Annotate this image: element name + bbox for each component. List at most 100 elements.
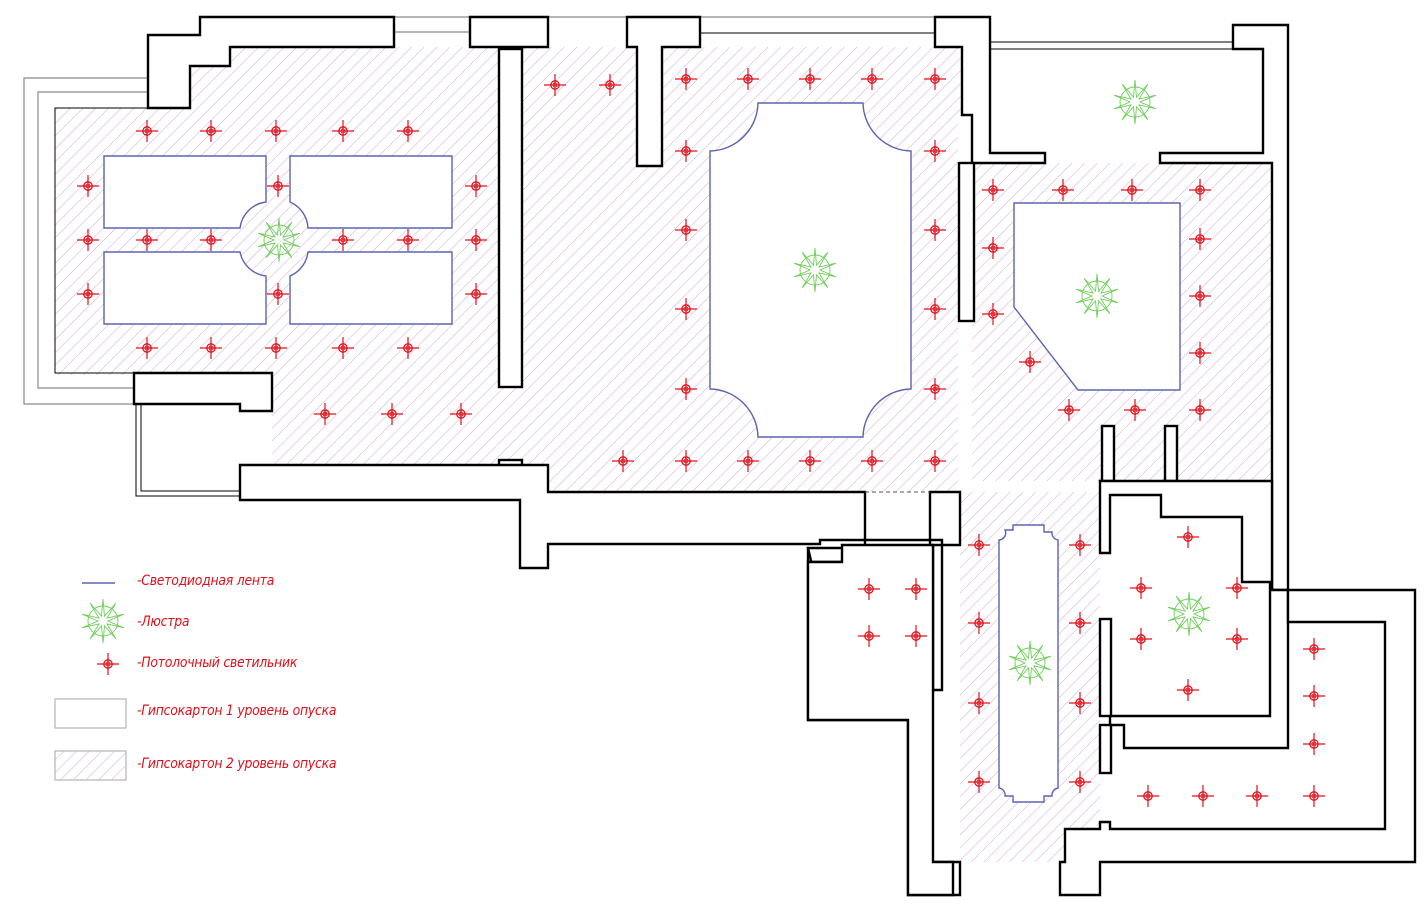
ceiling-light-icon — [77, 229, 99, 251]
ceiling-light-icon — [397, 120, 419, 142]
ceiling-light-icon — [136, 337, 158, 359]
legend-label-drywall-level-1: -Гипсокартон 1 уровень опуска — [137, 703, 337, 719]
wall-lower-right — [1058, 588, 1417, 897]
ceiling-light-icon — [799, 68, 821, 90]
ceiling-light-icon — [968, 692, 990, 714]
chandelier-icon — [1075, 273, 1119, 319]
legend-label-ceiling-light: -Потолочный светильник — [137, 655, 298, 671]
ceiling-light-icon — [1226, 628, 1248, 650]
wall-left-pier — [132, 371, 274, 413]
ceiling-light-icon — [1058, 399, 1080, 421]
wall-corridor-stub — [1098, 723, 1113, 775]
ceiling-light-icon — [905, 625, 927, 647]
ceiling-light-icon — [136, 229, 158, 251]
ceiling-light-icon — [1189, 285, 1211, 307]
wall-bedroom-stub — [1098, 617, 1113, 718]
ceiling-light-icon — [675, 378, 697, 400]
ceiling-light-icon — [332, 120, 354, 142]
legend-drywall-level-1-box — [54, 698, 127, 729]
legend-chandelier-icon — [81, 598, 125, 644]
ceiling-light-icon — [858, 625, 880, 647]
ceiling-light-icon — [968, 612, 990, 634]
ceiling-light-icon — [450, 403, 472, 425]
ceiling-light-icon — [924, 140, 946, 162]
ceiling-light-icon — [136, 120, 158, 142]
ceiling-light-icon — [799, 450, 821, 472]
zone-left-hall — [55, 47, 498, 465]
chandelier-icon — [793, 247, 837, 293]
ceiling-light-icon — [924, 378, 946, 400]
ceiling-light-icon — [982, 237, 1004, 259]
ceiling-light-icon — [465, 283, 487, 305]
ceiling-light-icon — [265, 337, 287, 359]
ceiling-light-icon — [267, 175, 289, 197]
led-panel-bottom-left — [103, 251, 267, 325]
legend-label-led-strip: -Светодиодная лента — [137, 573, 275, 589]
ceiling-light-icon — [267, 283, 289, 305]
ceiling-light-icon — [544, 74, 566, 96]
led-panel-top-left — [103, 155, 267, 229]
wall-pillar-left — [497, 47, 524, 389]
ceiling-light-icon — [1189, 179, 1211, 201]
ceiling-light-icon — [1130, 577, 1152, 599]
wall-top-block-1 — [468, 15, 550, 49]
ceiling-light-icon — [1189, 342, 1211, 364]
ceiling-light-icon — [858, 578, 880, 600]
ceiling-light-icon — [381, 403, 403, 425]
ceiling-light-icon — [1069, 692, 1091, 714]
ceiling-light-icon — [77, 175, 99, 197]
wall-bottom-long — [238, 463, 867, 570]
ceiling-light-icon — [1052, 179, 1074, 201]
ceiling-light-icon — [1177, 526, 1199, 548]
wall-pillar-right — [957, 161, 976, 323]
ceiling-light-icon — [1177, 679, 1199, 701]
ceiling-light-icon — [1124, 399, 1146, 421]
ceiling-light-icon — [1069, 612, 1091, 634]
chandelier-icon — [1113, 79, 1157, 125]
legend-ceiling-light-icon — [97, 653, 119, 675]
ceiling-light-icon — [77, 283, 99, 305]
ceiling-light-icon — [924, 450, 946, 472]
ceiling-light-icon — [1189, 399, 1211, 421]
ceiling-light-icon — [1303, 638, 1325, 660]
ceiling-light-icon — [1137, 785, 1159, 807]
zone-passage — [498, 387, 522, 465]
ceiling-light-icon — [200, 337, 222, 359]
ceiling-light-icon — [924, 298, 946, 320]
ceiling-light-icon — [968, 534, 990, 556]
ceiling-light-icon — [675, 298, 697, 320]
ceiling-light-icon — [924, 219, 946, 241]
ceiling-light-icon — [1069, 771, 1091, 793]
ceiling-light-icon — [861, 68, 883, 90]
ceiling-light-icon — [861, 450, 883, 472]
chandelier-icon — [1008, 640, 1052, 686]
ceiling-light-icon — [332, 229, 354, 251]
wall-t-top — [625, 15, 702, 168]
ceiling-light-icon — [265, 120, 287, 142]
ceiling-light-icon — [332, 337, 354, 359]
ceiling-light-icon — [314, 403, 336, 425]
legend-label-chandelier: -Люстра — [137, 614, 190, 630]
walls — [132, 15, 1417, 897]
window-lines — [23, 16, 1232, 497]
ceiling-light-icon — [982, 303, 1004, 325]
ceiling-light-icon — [1192, 785, 1214, 807]
ceiling-light-icon — [200, 229, 222, 251]
ceiling-light-icon — [1303, 785, 1325, 807]
ceiling-light-icon — [737, 68, 759, 90]
wall-partition-2 — [1163, 424, 1179, 483]
led-right-panel — [1013, 202, 1181, 391]
ceiling-light-icon — [675, 68, 697, 90]
ceiling-light-icon — [1303, 685, 1325, 707]
ceiling-light-icon — [737, 450, 759, 472]
wall-corridor-left — [806, 543, 955, 897]
led-panel-bottom-right — [289, 251, 453, 325]
ceiling-light-icon — [397, 337, 419, 359]
ceiling-light-icon — [612, 450, 634, 472]
led-corridor-panel — [998, 524, 1059, 803]
ceiling-light-icon — [465, 229, 487, 251]
ceiling-light-icon — [1019, 351, 1041, 373]
chandelier-icon — [257, 217, 301, 263]
wall-balcony-right — [1158, 23, 1290, 592]
